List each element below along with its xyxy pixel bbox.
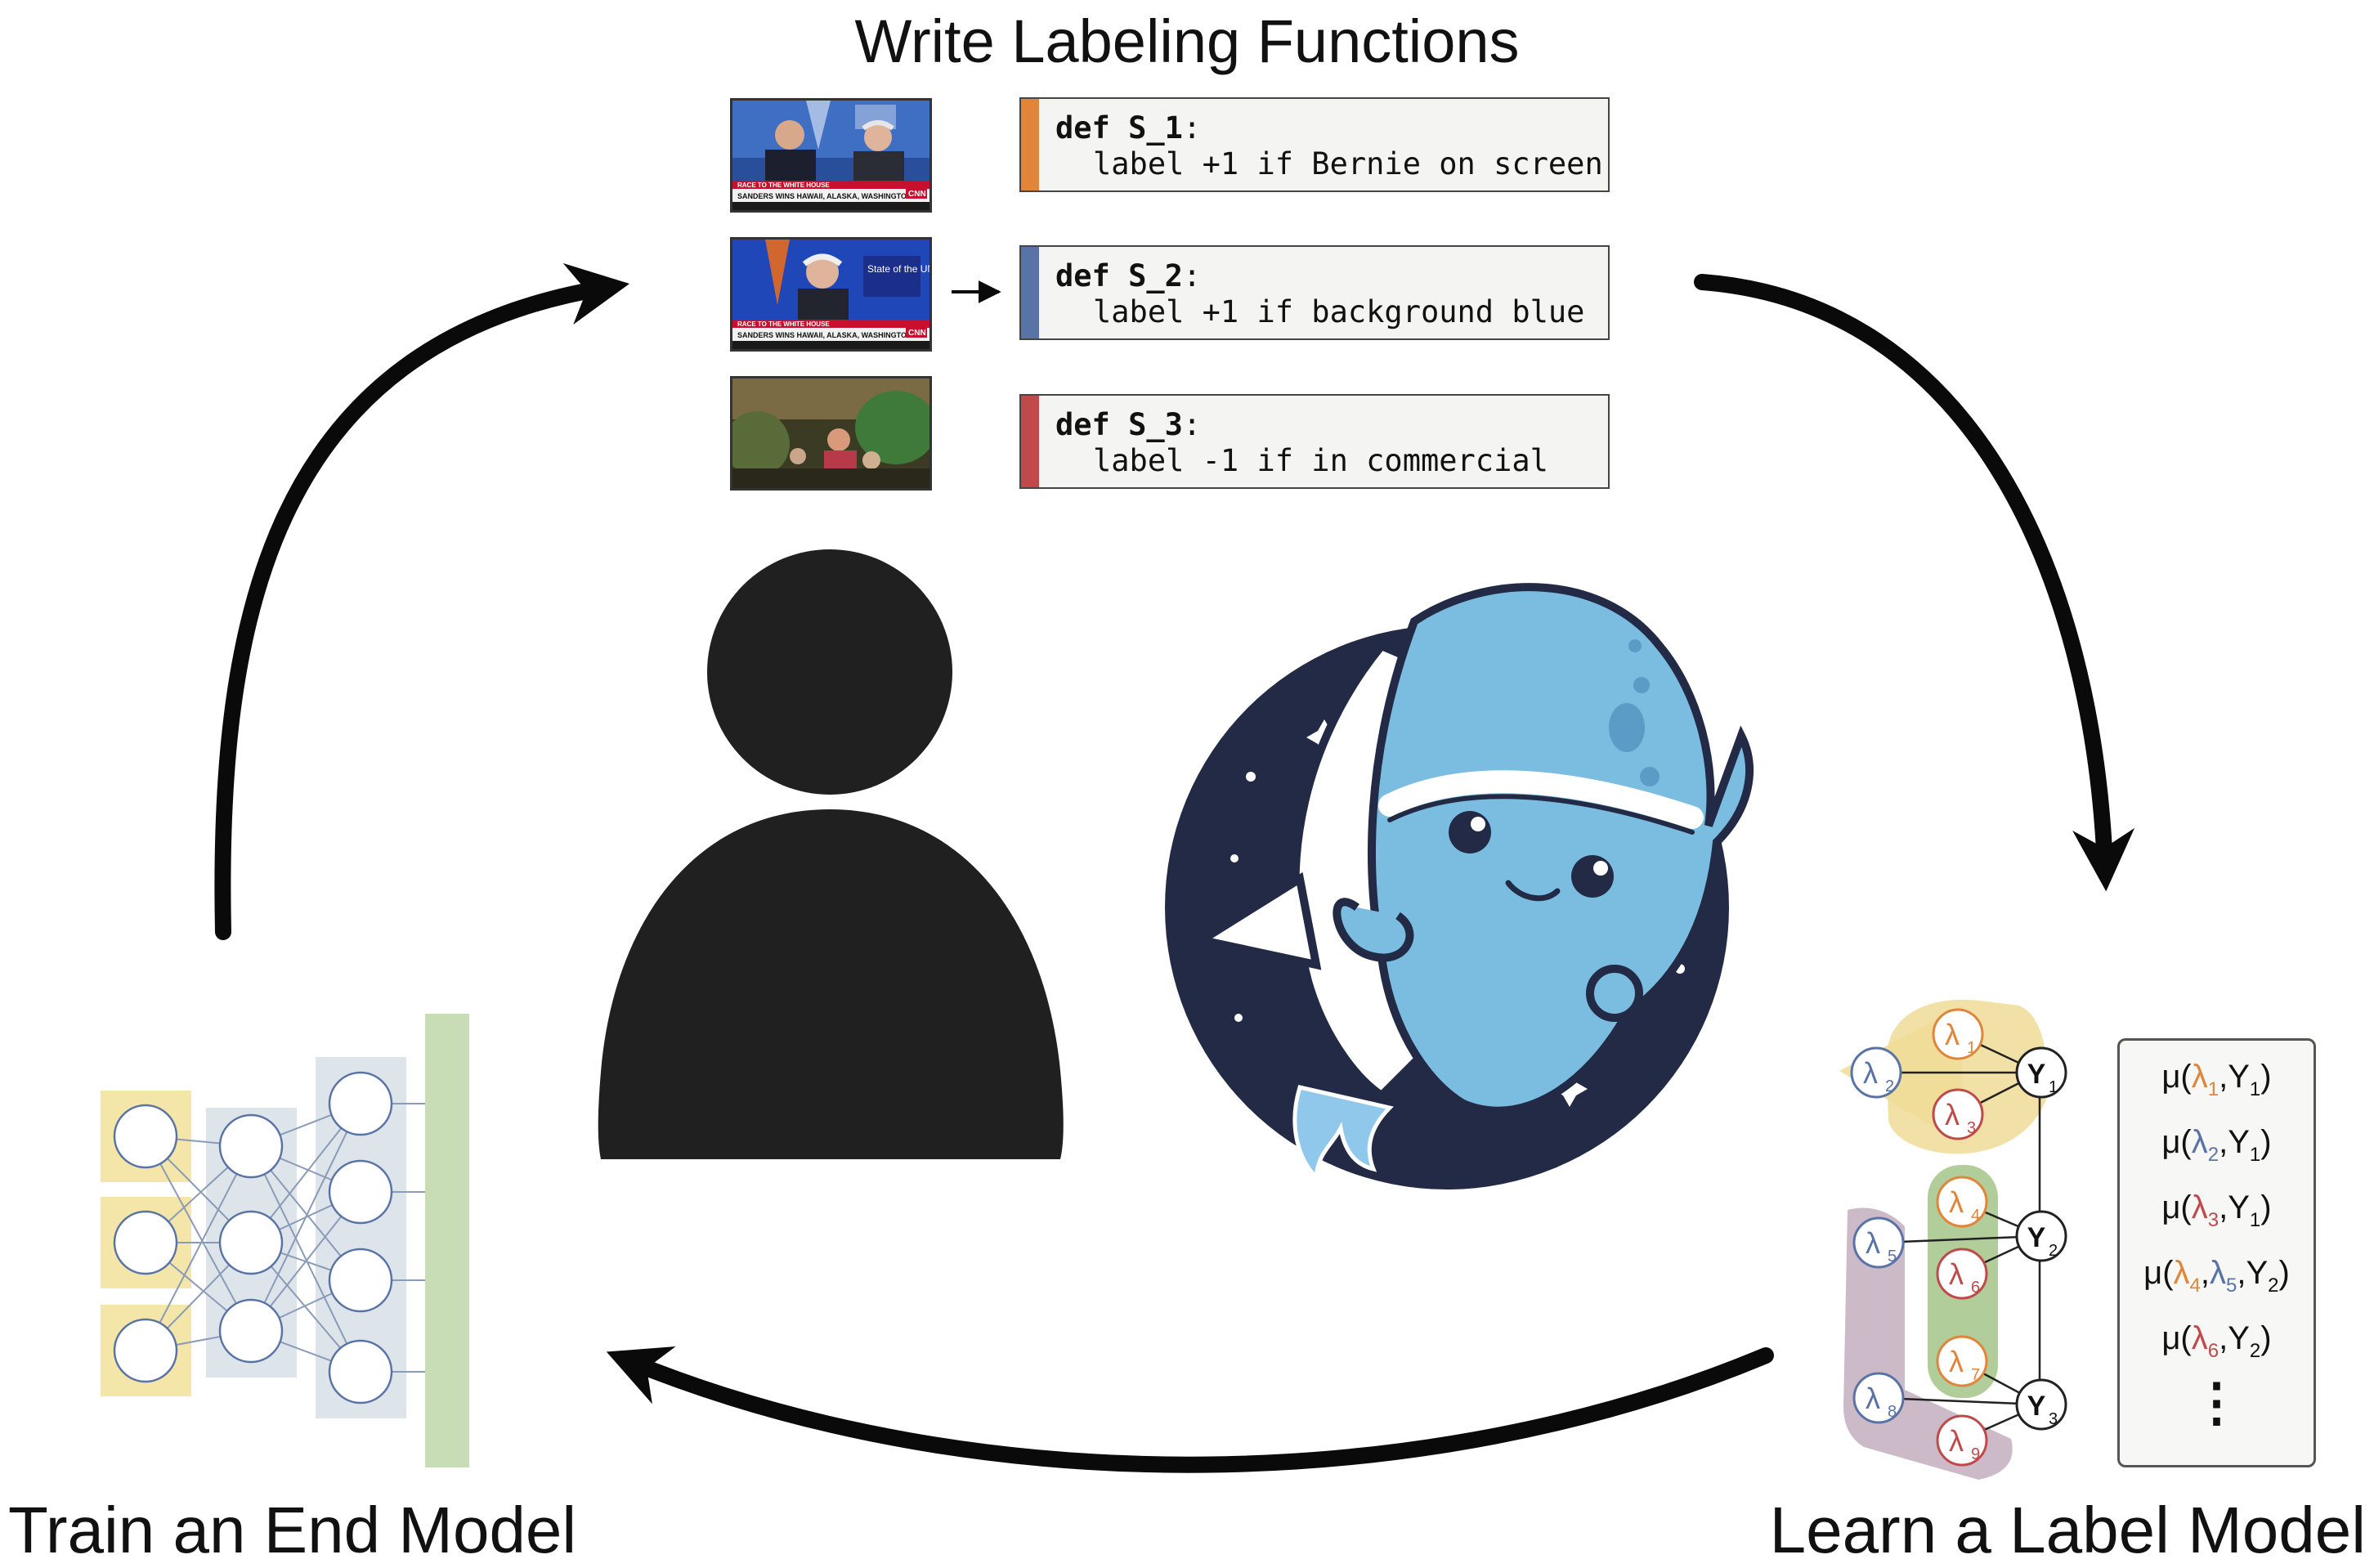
- mu-ellipsis: ⋮: [2190, 1373, 2243, 1431]
- svg-text:6: 6: [1971, 1279, 1980, 1297]
- mu-term-2: μ(λ2,Y1): [2161, 1124, 2272, 1166]
- svg-text:1: 1: [1967, 1039, 1976, 1057]
- lf-code-s3: def S_3: label -1 if in commercial: [1055, 407, 1548, 478]
- video-thumbnail-3-commercial: [730, 376, 932, 491]
- label-model-nodes: λ 1 λ 2 λ 3 λ 4 λ 5 λ 6 λ 7 λ 8: [1850, 1008, 2067, 1467]
- title-learn-label-model: Learn a Label Model: [1769, 1494, 2366, 1566]
- svg-text:λ: λ: [1866, 1226, 1880, 1260]
- flow-arrow-icon-bottom-left: [606, 1346, 1774, 1473]
- node-lambda-4: λ 4: [1936, 1176, 1988, 1228]
- svg-text:λ: λ: [1949, 1257, 1964, 1291]
- node-y-1: Y 1: [2015, 1046, 2067, 1099]
- node-lambda-3: λ 3: [1932, 1088, 1984, 1140]
- svg-text:3: 3: [2049, 1410, 2058, 1428]
- svg-text:λ: λ: [1949, 1424, 1964, 1458]
- svg-text:8: 8: [1888, 1403, 1897, 1421]
- svg-text:RACE TO THE WHITE HOUSE: RACE TO THE WHITE HOUSE: [737, 320, 830, 328]
- node-lambda-9: λ 9: [1936, 1414, 1988, 1467]
- svg-text:RACE TO THE WHITE HOUSE: RACE TO THE WHITE HOUSE: [737, 181, 830, 189]
- title-write-labeling-functions: Write Labeling Functions: [854, 7, 1520, 75]
- svg-text:λ: λ: [1945, 1018, 1960, 1051]
- node-y-3: Y 3: [2015, 1378, 2067, 1431]
- svg-text:λ: λ: [1949, 1185, 1964, 1219]
- flow-arrow-icon-left-up: [214, 263, 629, 940]
- person-icon: [598, 549, 1064, 1159]
- mu-term-3: μ(λ3,Y1): [2161, 1189, 2272, 1231]
- svg-text:5: 5: [1888, 1248, 1897, 1266]
- mu-term-1: μ(λ1,Y1): [2161, 1059, 2272, 1100]
- lf-code-s1: def S_1: label +1 if Bernie on screen: [1055, 110, 1603, 181]
- lf-color-bar: [1021, 99, 1039, 190]
- svg-text:CNN: CNN: [908, 329, 926, 338]
- mu-term-5: μ(λ6,Y2): [2161, 1320, 2272, 1362]
- svg-text:Y: Y: [2027, 1391, 2046, 1422]
- label-model-parameters-box: μ(λ1,Y1) μ(λ2,Y1) μ(λ3,Y1) μ(λ4,λ5,Y2) μ…: [2117, 1038, 2316, 1467]
- label-model-graph: λ 1 λ 2 λ 3 λ 4 λ 5 λ 6 λ 7 λ 8: [1839, 999, 2067, 1480]
- node-lambda-1: λ 1: [1932, 1008, 1984, 1060]
- node-lambda-8: λ 8: [1852, 1372, 1905, 1424]
- neural-network-icon: [101, 1014, 469, 1467]
- lf-color-bar: [1021, 247, 1039, 338]
- snorkel-logo-icon: [1165, 583, 1754, 1189]
- node-lambda-7: λ 7: [1936, 1335, 1988, 1387]
- svg-text:2: 2: [2049, 1242, 2058, 1260]
- svg-text:7: 7: [1971, 1366, 1980, 1384]
- svg-text:Y: Y: [2027, 1222, 2046, 1253]
- lf-color-bar: [1021, 396, 1039, 487]
- svg-text:λ: λ: [1949, 1345, 1964, 1378]
- lf-code-s2: def S_2: label +1 if background blue: [1055, 258, 1585, 329]
- video-thumbnail-2: State of the UNION RACE TO THE WHITE HOU…: [730, 237, 932, 352]
- svg-text:CNN: CNN: [908, 190, 926, 199]
- labeling-function-s3: def S_3: label -1 if in commercial: [1019, 394, 1610, 489]
- labeling-function-s2: def S_2: label +1 if background blue: [1019, 245, 1610, 340]
- flow-arrow-icon-right-down: [1694, 274, 2135, 892]
- video-thumbnail-1: RACE TO THE WHITE HOUSE SANDERS WINS HAW…: [730, 98, 932, 213]
- svg-text:1: 1: [2049, 1078, 2058, 1096]
- svg-text:9: 9: [1971, 1445, 1980, 1463]
- svg-text:λ: λ: [1863, 1056, 1878, 1090]
- node-lambda-5: λ 5: [1852, 1216, 1905, 1269]
- node-lambda-6: λ 6: [1936, 1248, 1988, 1300]
- title-train-end-model: Train an End Model: [8, 1494, 577, 1566]
- mu-term-4: μ(λ4,λ5,Y2): [2143, 1255, 2290, 1297]
- labeling-function-s1: def S_1: label +1 if Bernie on screen: [1019, 97, 1610, 192]
- svg-text:State of the UNION: State of the UNION: [867, 263, 929, 275]
- cycle-arrows: [214, 263, 2135, 1473]
- node-lambda-2: λ 2: [1850, 1046, 1902, 1099]
- svg-text:λ: λ: [1945, 1098, 1960, 1131]
- svg-text:Y: Y: [2027, 1059, 2046, 1090]
- svg-text:4: 4: [1971, 1207, 1980, 1225]
- svg-text:SANDERS WINS HAWAII, ALASKA, W: SANDERS WINS HAWAII, ALASKA, WASHINGTON: [737, 331, 912, 339]
- svg-text:SANDERS WINS HAWAII, ALASKA, W: SANDERS WINS HAWAII, ALASKA, WASHINGTON: [737, 192, 912, 200]
- svg-text:3: 3: [1967, 1119, 1976, 1137]
- svg-text:2: 2: [1885, 1077, 1894, 1095]
- svg-text:λ: λ: [1866, 1382, 1880, 1415]
- node-y-2: Y 2: [2015, 1210, 2067, 1262]
